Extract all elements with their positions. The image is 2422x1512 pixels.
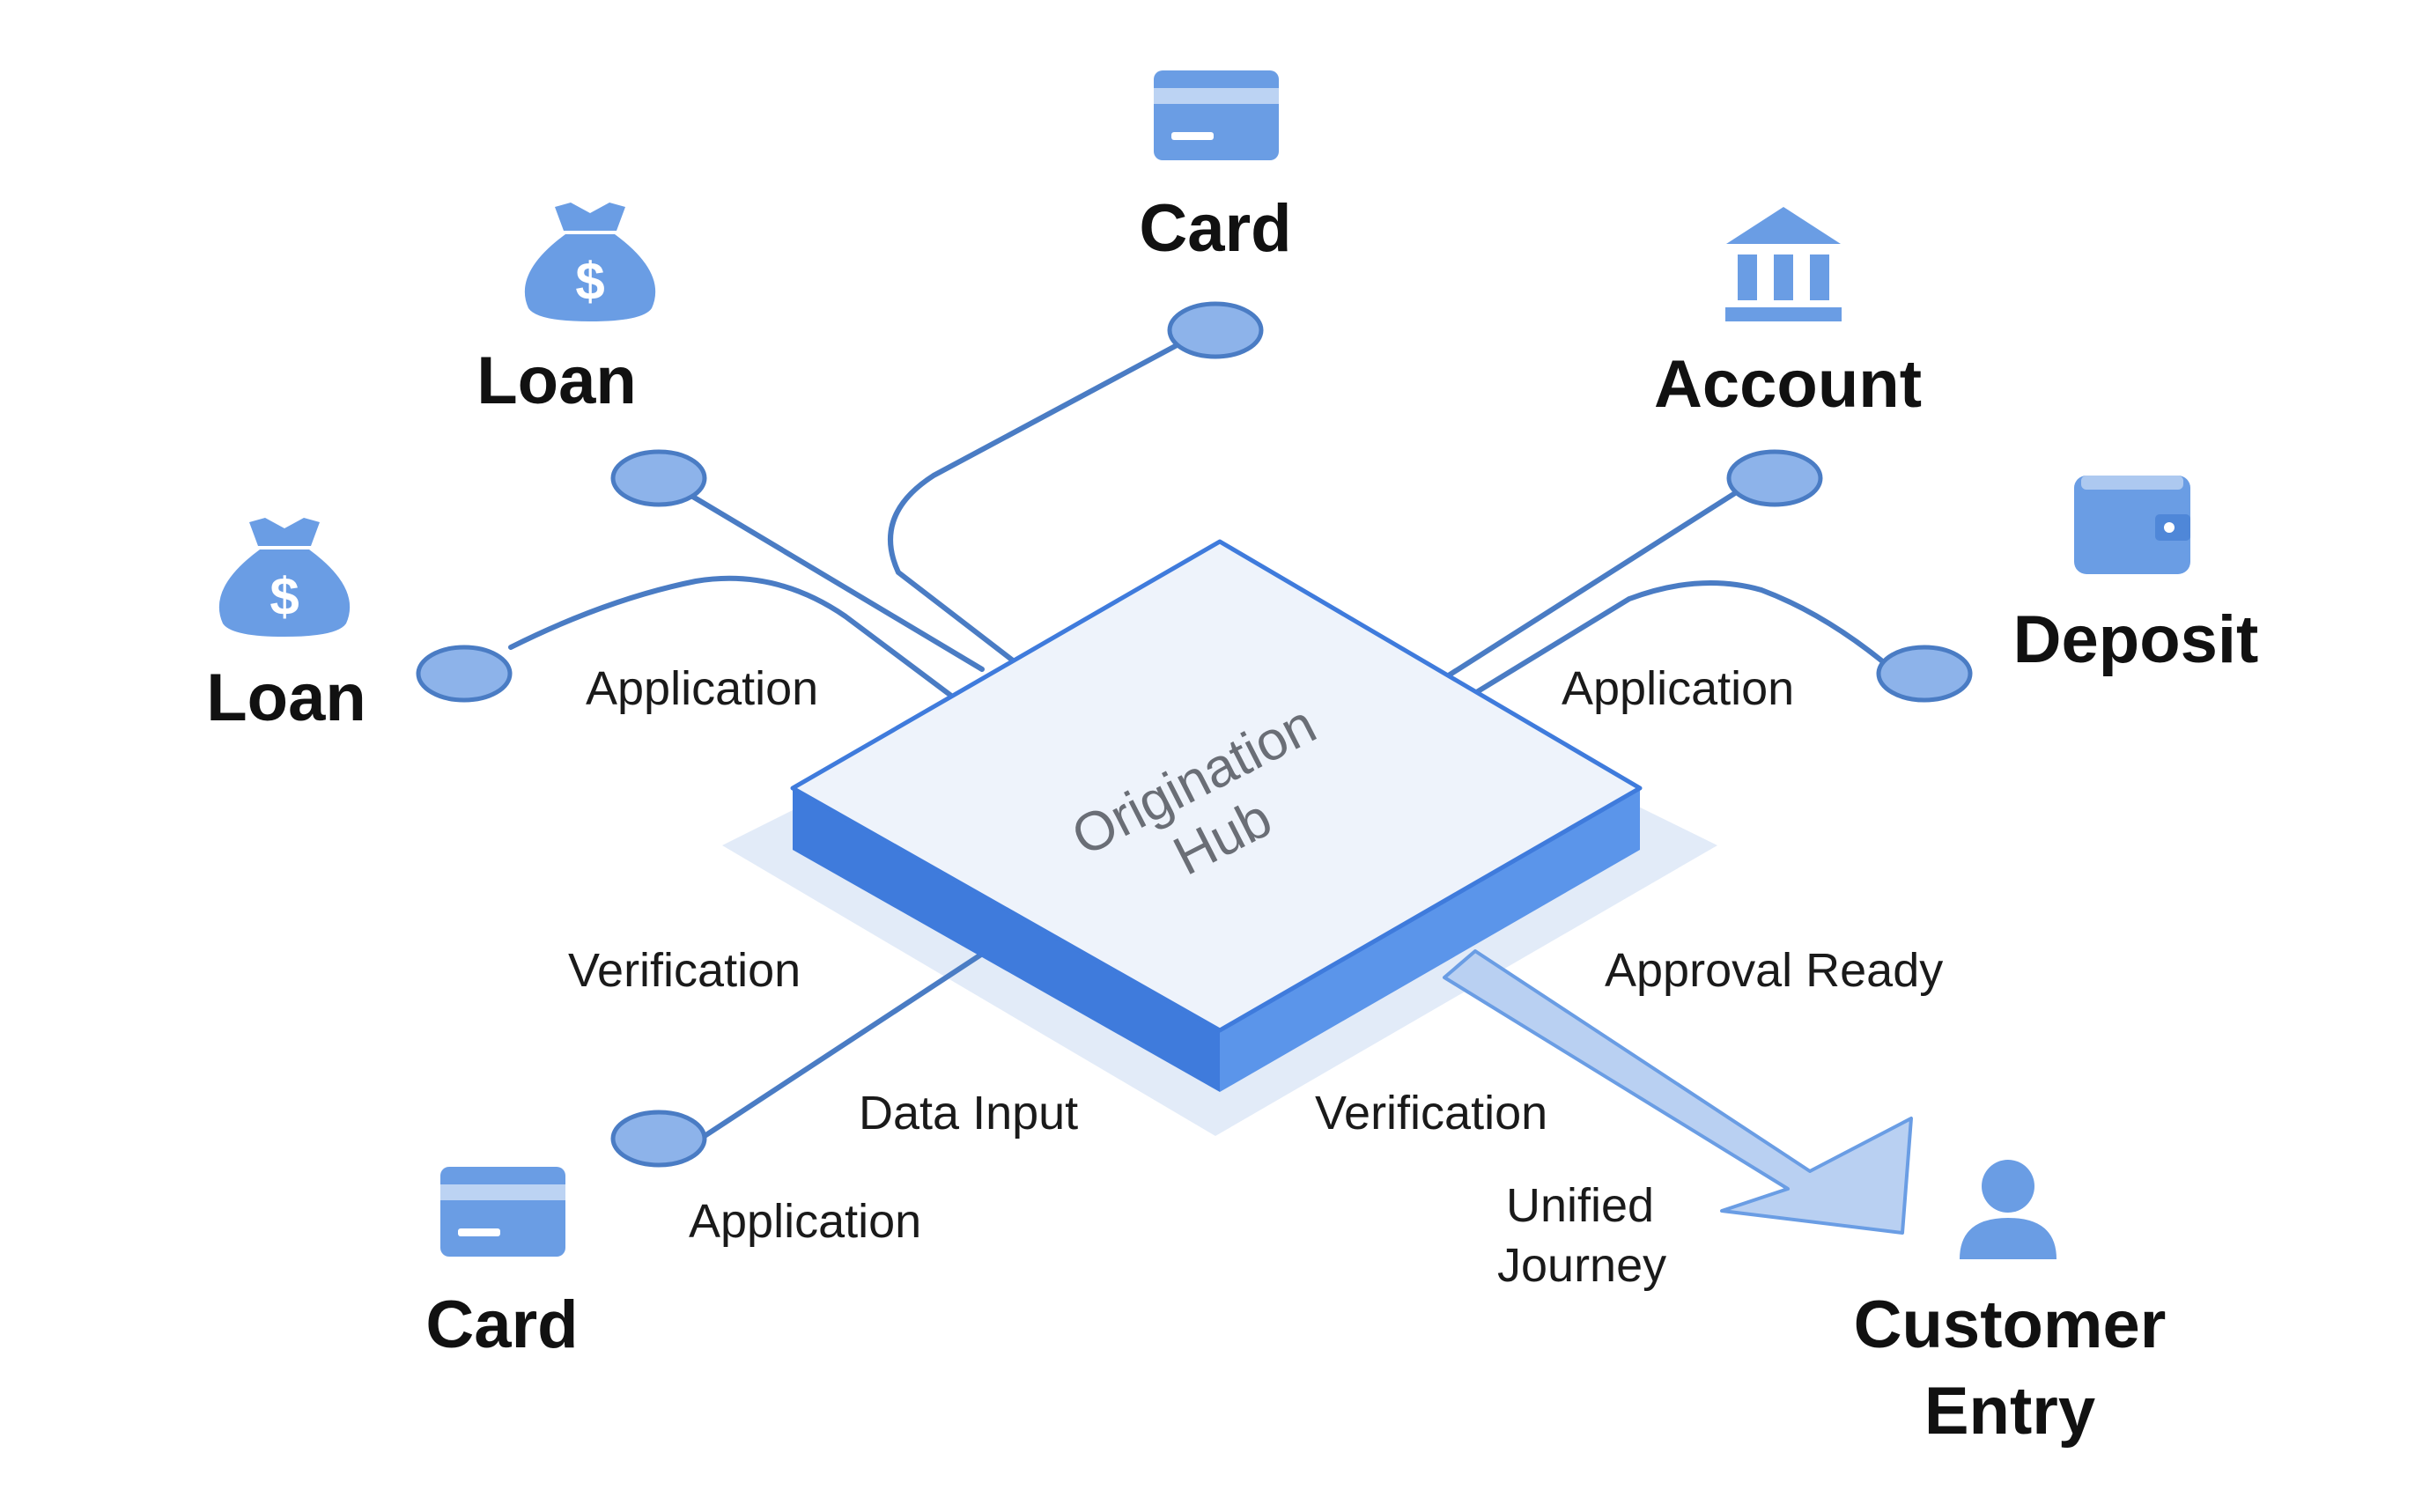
label-data-input: Data Input <box>859 1087 1078 1140</box>
money-bag-icon: $ <box>524 203 656 321</box>
node-label-account: Account <box>1654 347 1922 422</box>
credit-card-icon <box>1154 70 1279 160</box>
label-application-right: Application <box>1562 662 1794 715</box>
endpoint-account <box>1726 449 1823 507</box>
node-label-loan-top: Loan <box>476 343 637 418</box>
node-label-loan-left: Loan <box>206 660 366 735</box>
connector-account <box>1442 490 1738 681</box>
endpoint-deposit <box>1876 645 1973 703</box>
hub-top-face <box>790 539 1643 1033</box>
label-unified: Unified <box>1506 1179 1654 1232</box>
node-label-customer: Customer <box>1854 1287 2167 1362</box>
credit-card-icon <box>440 1167 565 1257</box>
endpoint-card-top <box>1167 301 1264 359</box>
svg-text:$: $ <box>270 567 299 626</box>
node-label-card-bottom: Card <box>425 1287 578 1362</box>
label-approval-ready: Approval Ready <box>1605 944 1943 997</box>
hub-left-side <box>793 788 1220 1092</box>
endpoint-card-bottom <box>610 1110 707 1168</box>
endpoint-nodes <box>416 301 1973 1168</box>
money-bag-icon: $ <box>218 518 351 637</box>
wallet-icon <box>2074 476 2190 574</box>
connector-card-top <box>888 341 1183 663</box>
connector-lines <box>508 341 1905 1139</box>
node-label-card-top: Card <box>1139 191 1291 266</box>
label-application-bottom: Application <box>689 1195 921 1248</box>
label-application-left: Application <box>586 662 818 715</box>
person-icon <box>1960 1160 2056 1259</box>
node-label-deposit: Deposit <box>2013 602 2259 677</box>
label-verification-bottom: Verification <box>1315 1087 1547 1140</box>
endpoint-loan-left <box>416 645 513 703</box>
unified-journey-arrow <box>1443 949 1913 1235</box>
hub-right-side <box>1220 788 1640 1092</box>
svg-text:$: $ <box>575 252 604 311</box>
connector-loan-top <box>684 490 985 672</box>
connector-card-bottom <box>702 948 989 1139</box>
node-label-entry: Entry <box>1924 1374 2095 1449</box>
origination-hub: Origination Hub <box>790 539 1643 1092</box>
label-journey: Journey <box>1497 1239 1666 1292</box>
connector-deposit <box>1468 580 1905 698</box>
endpoint-loan-top <box>610 449 707 507</box>
label-verification-left: Verification <box>568 944 801 997</box>
connector-loan-left <box>508 575 954 698</box>
bank-building-icon <box>1725 207 1842 321</box>
